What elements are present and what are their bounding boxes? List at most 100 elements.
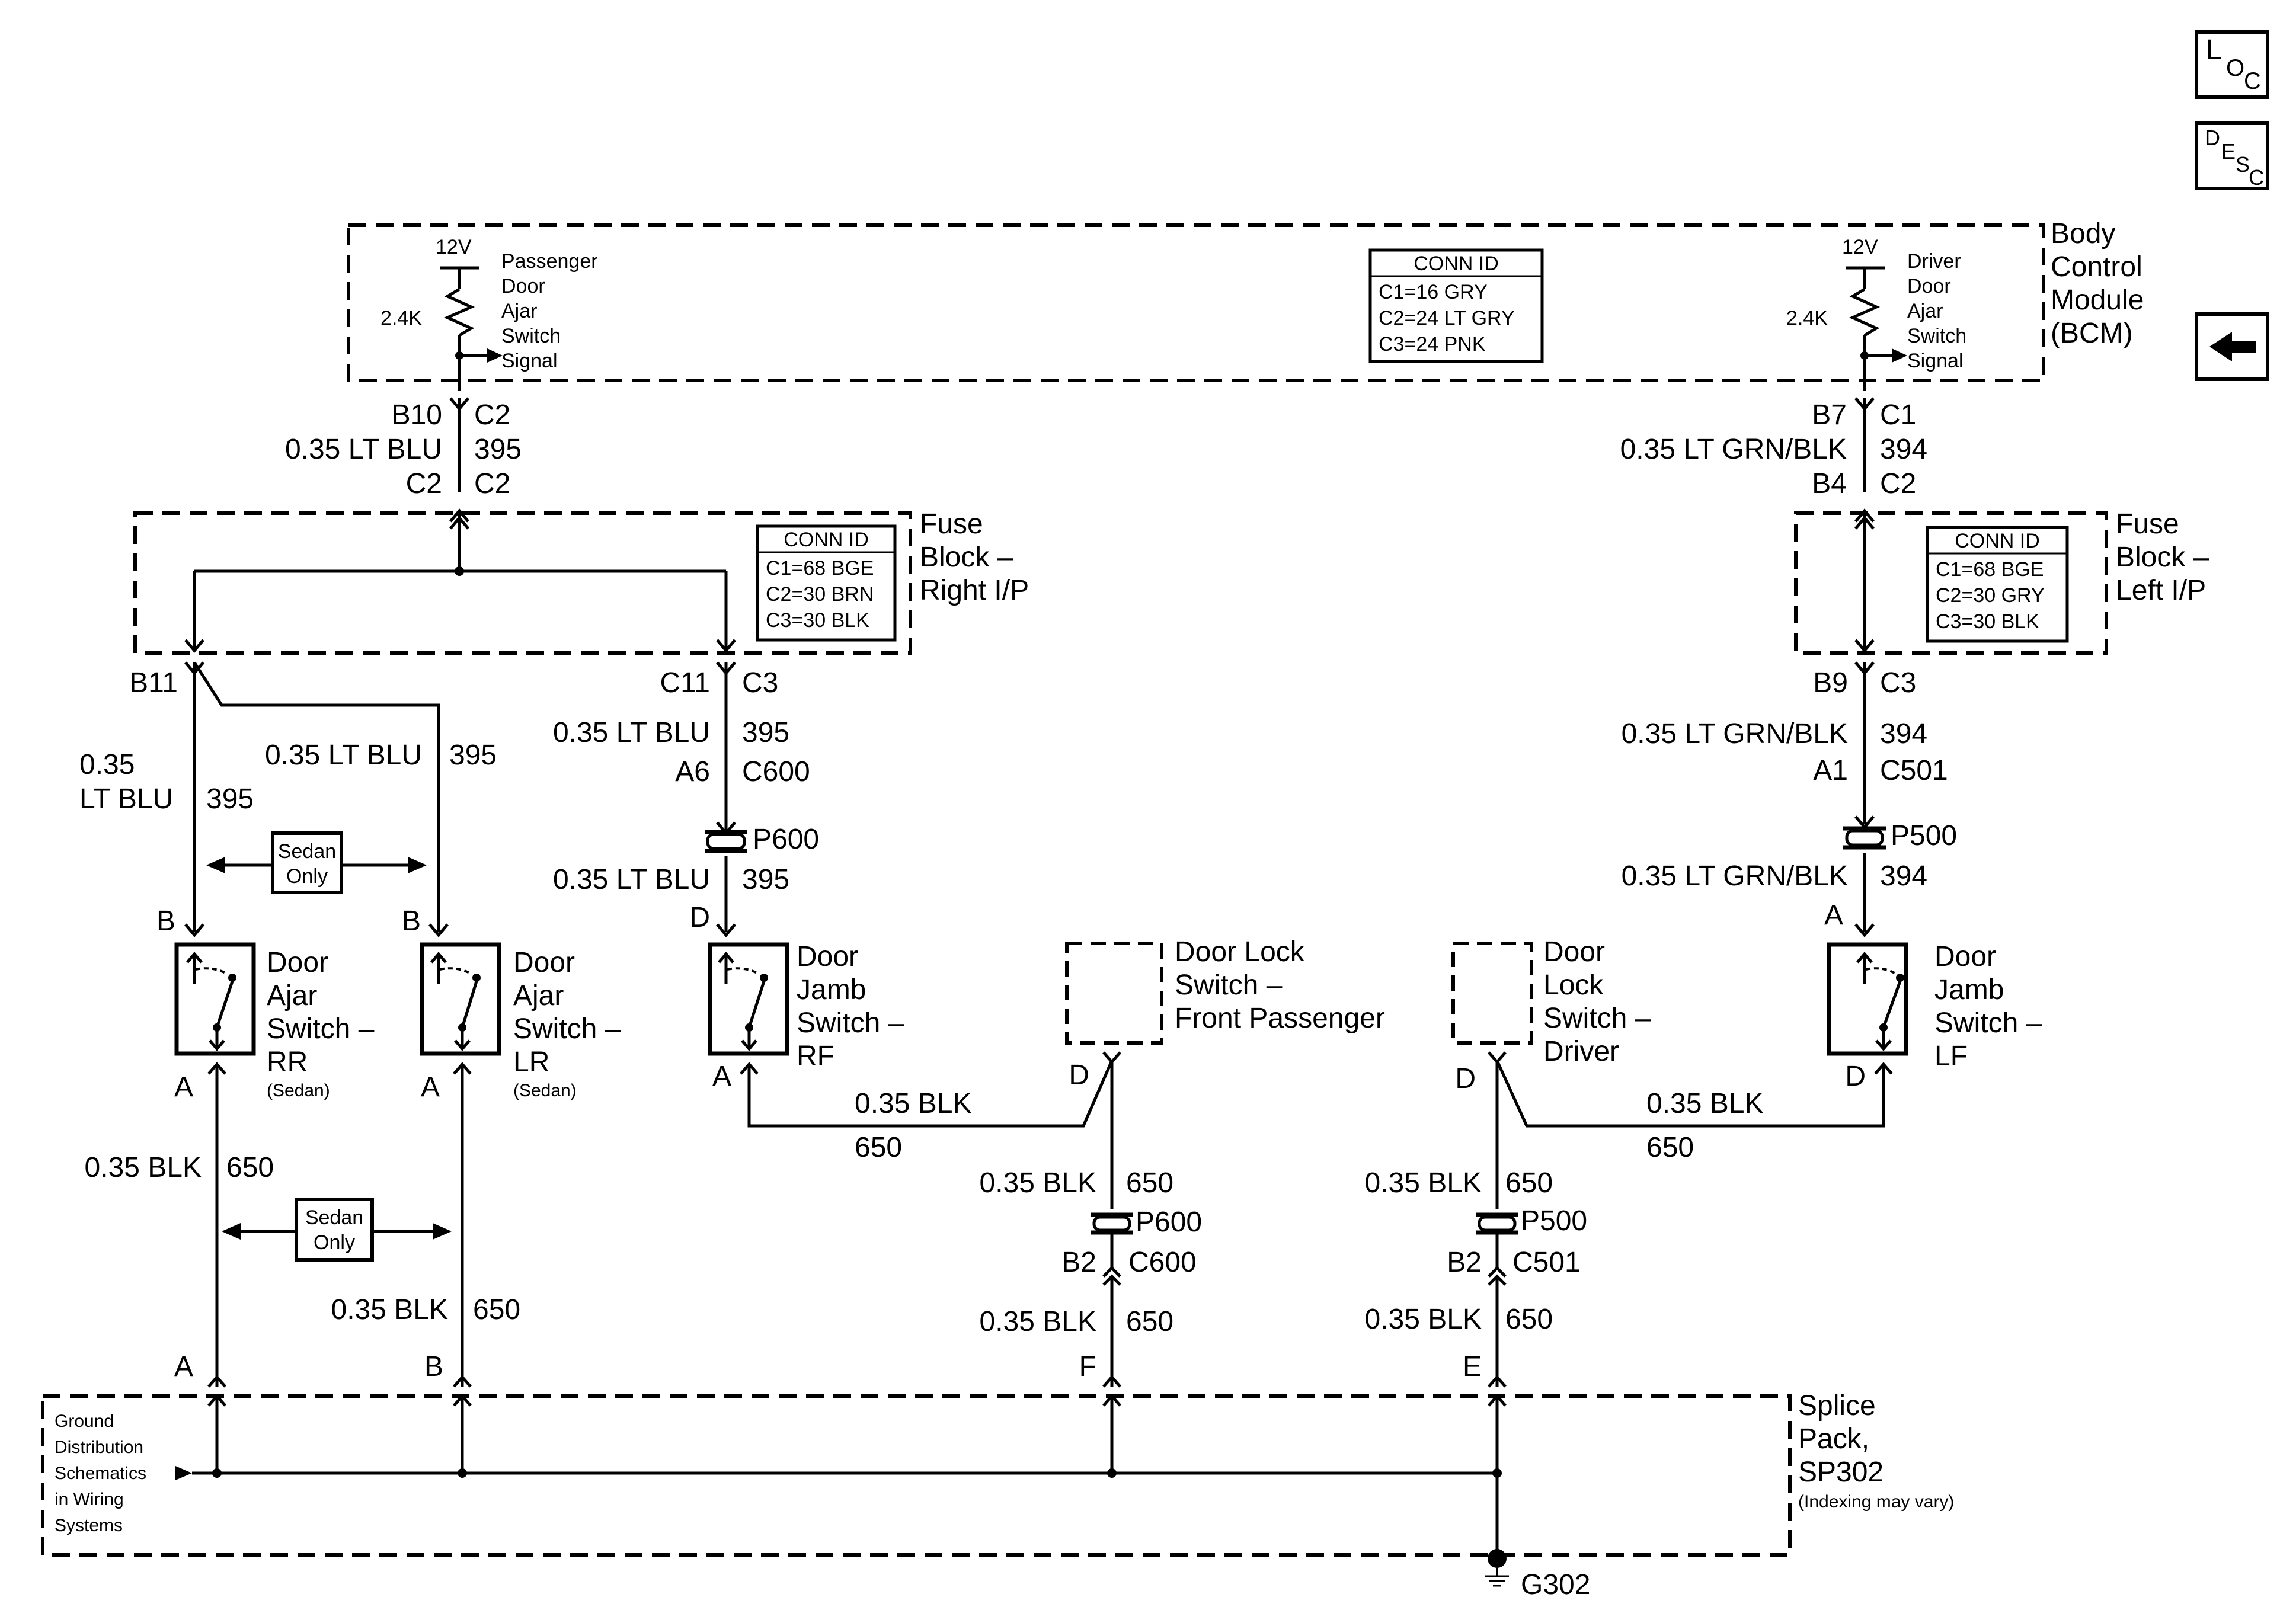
svg-text:650: 650 [1505, 1304, 1553, 1335]
svg-text:A: A [174, 1351, 193, 1382]
svg-text:Ajar: Ajar [267, 980, 317, 1012]
svg-text:394: 394 [1880, 434, 1927, 465]
svg-text:Driver: Driver [1907, 250, 1961, 273]
door-jamb-switch-rf: Door Jamb Switch – RF [708, 941, 904, 1072]
svg-text:395: 395 [474, 434, 522, 465]
fuse-block-left: Fuse Block – Left I/P CONN ID C1=68 BGE … [1794, 508, 2209, 655]
svg-text:Switch –: Switch – [1934, 1007, 2042, 1039]
svg-text:LR: LR [513, 1046, 549, 1078]
svg-text:Driver: Driver [1543, 1036, 1619, 1067]
svg-text:Control: Control [2051, 251, 2142, 283]
svg-text:Switch: Switch [501, 325, 561, 347]
svg-text:Door Lock: Door Lock [1175, 936, 1305, 968]
svg-text:Module: Module [2051, 284, 2144, 316]
svg-text:394: 394 [1880, 860, 1927, 892]
wire-650-fp: D 0.35 BLK 650 P600 B2 C600 0.35 BLK 650… [980, 1051, 1202, 1388]
svg-text:D: D [689, 902, 710, 933]
svg-text:650: 650 [1505, 1167, 1553, 1199]
svg-text:P600: P600 [753, 824, 819, 855]
svg-text:B: B [156, 905, 175, 937]
svg-text:Fuse: Fuse [2116, 508, 2179, 540]
svg-text:C1=68 BGE: C1=68 BGE [766, 557, 874, 580]
svg-text:A: A [174, 1071, 193, 1103]
svg-text:2.4K: 2.4K [1786, 307, 1828, 329]
svg-text:0.35 LT BLU: 0.35 LT BLU [265, 740, 422, 771]
svg-text:B2: B2 [1061, 1247, 1096, 1278]
svg-text:395: 395 [206, 783, 254, 815]
svg-text:Door: Door [513, 947, 575, 978]
svg-text:RR: RR [267, 1046, 308, 1078]
svg-text:A: A [712, 1061, 731, 1092]
ground-g302: G302 [1485, 1549, 1590, 1601]
svg-text:E: E [2221, 139, 2236, 164]
svg-text:C600: C600 [1128, 1247, 1197, 1278]
svg-text:B9: B9 [1813, 667, 1848, 699]
wire-650-driver: D 0.35 BLK 650 P500 B2 C501 0.35 BLK 650… [1365, 1051, 1587, 1388]
svg-text:650: 650 [1646, 1132, 1694, 1163]
svg-text:Pack,: Pack, [1798, 1423, 1869, 1455]
svg-text:Block –: Block – [2116, 542, 2209, 573]
svg-text:G302: G302 [1521, 1569, 1590, 1601]
svg-text:B4: B4 [1812, 468, 1847, 500]
svg-text:Switch –: Switch – [797, 1007, 904, 1039]
left-arrow-icon [2209, 332, 2256, 361]
svg-text:Jamb: Jamb [1934, 974, 2004, 1006]
svg-text:Switch: Switch [1907, 325, 1966, 347]
svg-text:0.35 BLK: 0.35 BLK [980, 1306, 1096, 1337]
svg-text:Jamb: Jamb [797, 974, 866, 1006]
svg-text:650: 650 [1126, 1306, 1173, 1337]
svg-text:Door: Door [1934, 941, 1996, 972]
svg-text:C600: C600 [742, 756, 810, 788]
svg-text:0.35 LT BLU: 0.35 LT BLU [553, 864, 710, 895]
wire-650-rear: A A 0.35 BLK 650 Sedan Only 0.35 BLK 650… [85, 1062, 520, 1388]
svg-text:650: 650 [855, 1132, 902, 1163]
svg-text:(Sedan): (Sedan) [267, 1081, 330, 1100]
svg-text:Sedan: Sedan [305, 1206, 363, 1229]
wire-394-lf: B9 C3 0.35 LT GRN/BLK 394 A1 C501 P500 0… [1622, 661, 1957, 937]
svg-text:Ajar: Ajar [513, 980, 564, 1012]
svg-text:Only: Only [286, 865, 328, 888]
svg-text:CONN ID: CONN ID [784, 529, 869, 551]
svg-text:in Wiring: in Wiring [55, 1490, 124, 1509]
svg-text:Lock: Lock [1543, 969, 1604, 1001]
back-button[interactable] [2195, 312, 2269, 381]
svg-text:B11: B11 [129, 667, 178, 699]
svg-text:B2: B2 [1447, 1247, 1482, 1278]
svg-text:SP302: SP302 [1798, 1457, 1884, 1488]
svg-text:0.35 BLK: 0.35 BLK [1365, 1304, 1482, 1335]
svg-text:CONN ID: CONN ID [1955, 530, 2040, 552]
svg-text:Passenger: Passenger [501, 250, 598, 273]
svg-text:O: O [2226, 55, 2244, 81]
svg-text:0.35 BLK: 0.35 BLK [85, 1152, 202, 1183]
svg-text:C2: C2 [474, 468, 510, 500]
svg-text:Schematics: Schematics [55, 1464, 146, 1483]
svg-text:Block –: Block – [920, 542, 1013, 573]
svg-text:A: A [1824, 900, 1843, 931]
svg-text:0.35: 0.35 [79, 749, 135, 780]
loc-button[interactable]: L O C [2195, 30, 2269, 99]
svg-text:C501: C501 [1880, 755, 1948, 786]
svg-text:Door: Door [797, 941, 858, 972]
svg-text:LT BLU: LT BLU [79, 783, 173, 815]
svg-text:C11: C11 [660, 667, 711, 699]
svg-text:Ground: Ground [55, 1411, 114, 1431]
svg-text:Distribution: Distribution [55, 1438, 143, 1457]
desc-button[interactable]: D E S C [2195, 121, 2269, 190]
svg-text:D: D [2205, 126, 2220, 150]
wire-395-rf: C11 C3 0.35 LT BLU 395 A6 C600 P600 0.35… [553, 661, 819, 937]
svg-text:395: 395 [742, 864, 789, 895]
svg-text:C2=24 LT GRY: C2=24 LT GRY [1379, 307, 1515, 329]
svg-text:RF: RF [797, 1041, 834, 1072]
svg-text:(Sedan): (Sedan) [513, 1081, 577, 1100]
svg-text:C2: C2 [1880, 468, 1916, 500]
svg-text:C2=30 GRY: C2=30 GRY [1936, 584, 2045, 607]
svg-text:0.35 LT GRN/BLK: 0.35 LT GRN/BLK [1622, 718, 1848, 750]
svg-text:Ajar: Ajar [1907, 300, 1943, 322]
svg-text:Door: Door [1907, 275, 1951, 297]
svg-text:650: 650 [473, 1294, 520, 1326]
svg-text:C3=24 PNK: C3=24 PNK [1379, 333, 1486, 356]
svg-text:C2: C2 [406, 468, 442, 500]
svg-text:Switch –: Switch – [1543, 1003, 1651, 1034]
door-lock-switch-driver: Door Lock Switch – Driver [1451, 936, 1651, 1067]
svg-text:0.35 BLK: 0.35 BLK [1365, 1167, 1482, 1199]
